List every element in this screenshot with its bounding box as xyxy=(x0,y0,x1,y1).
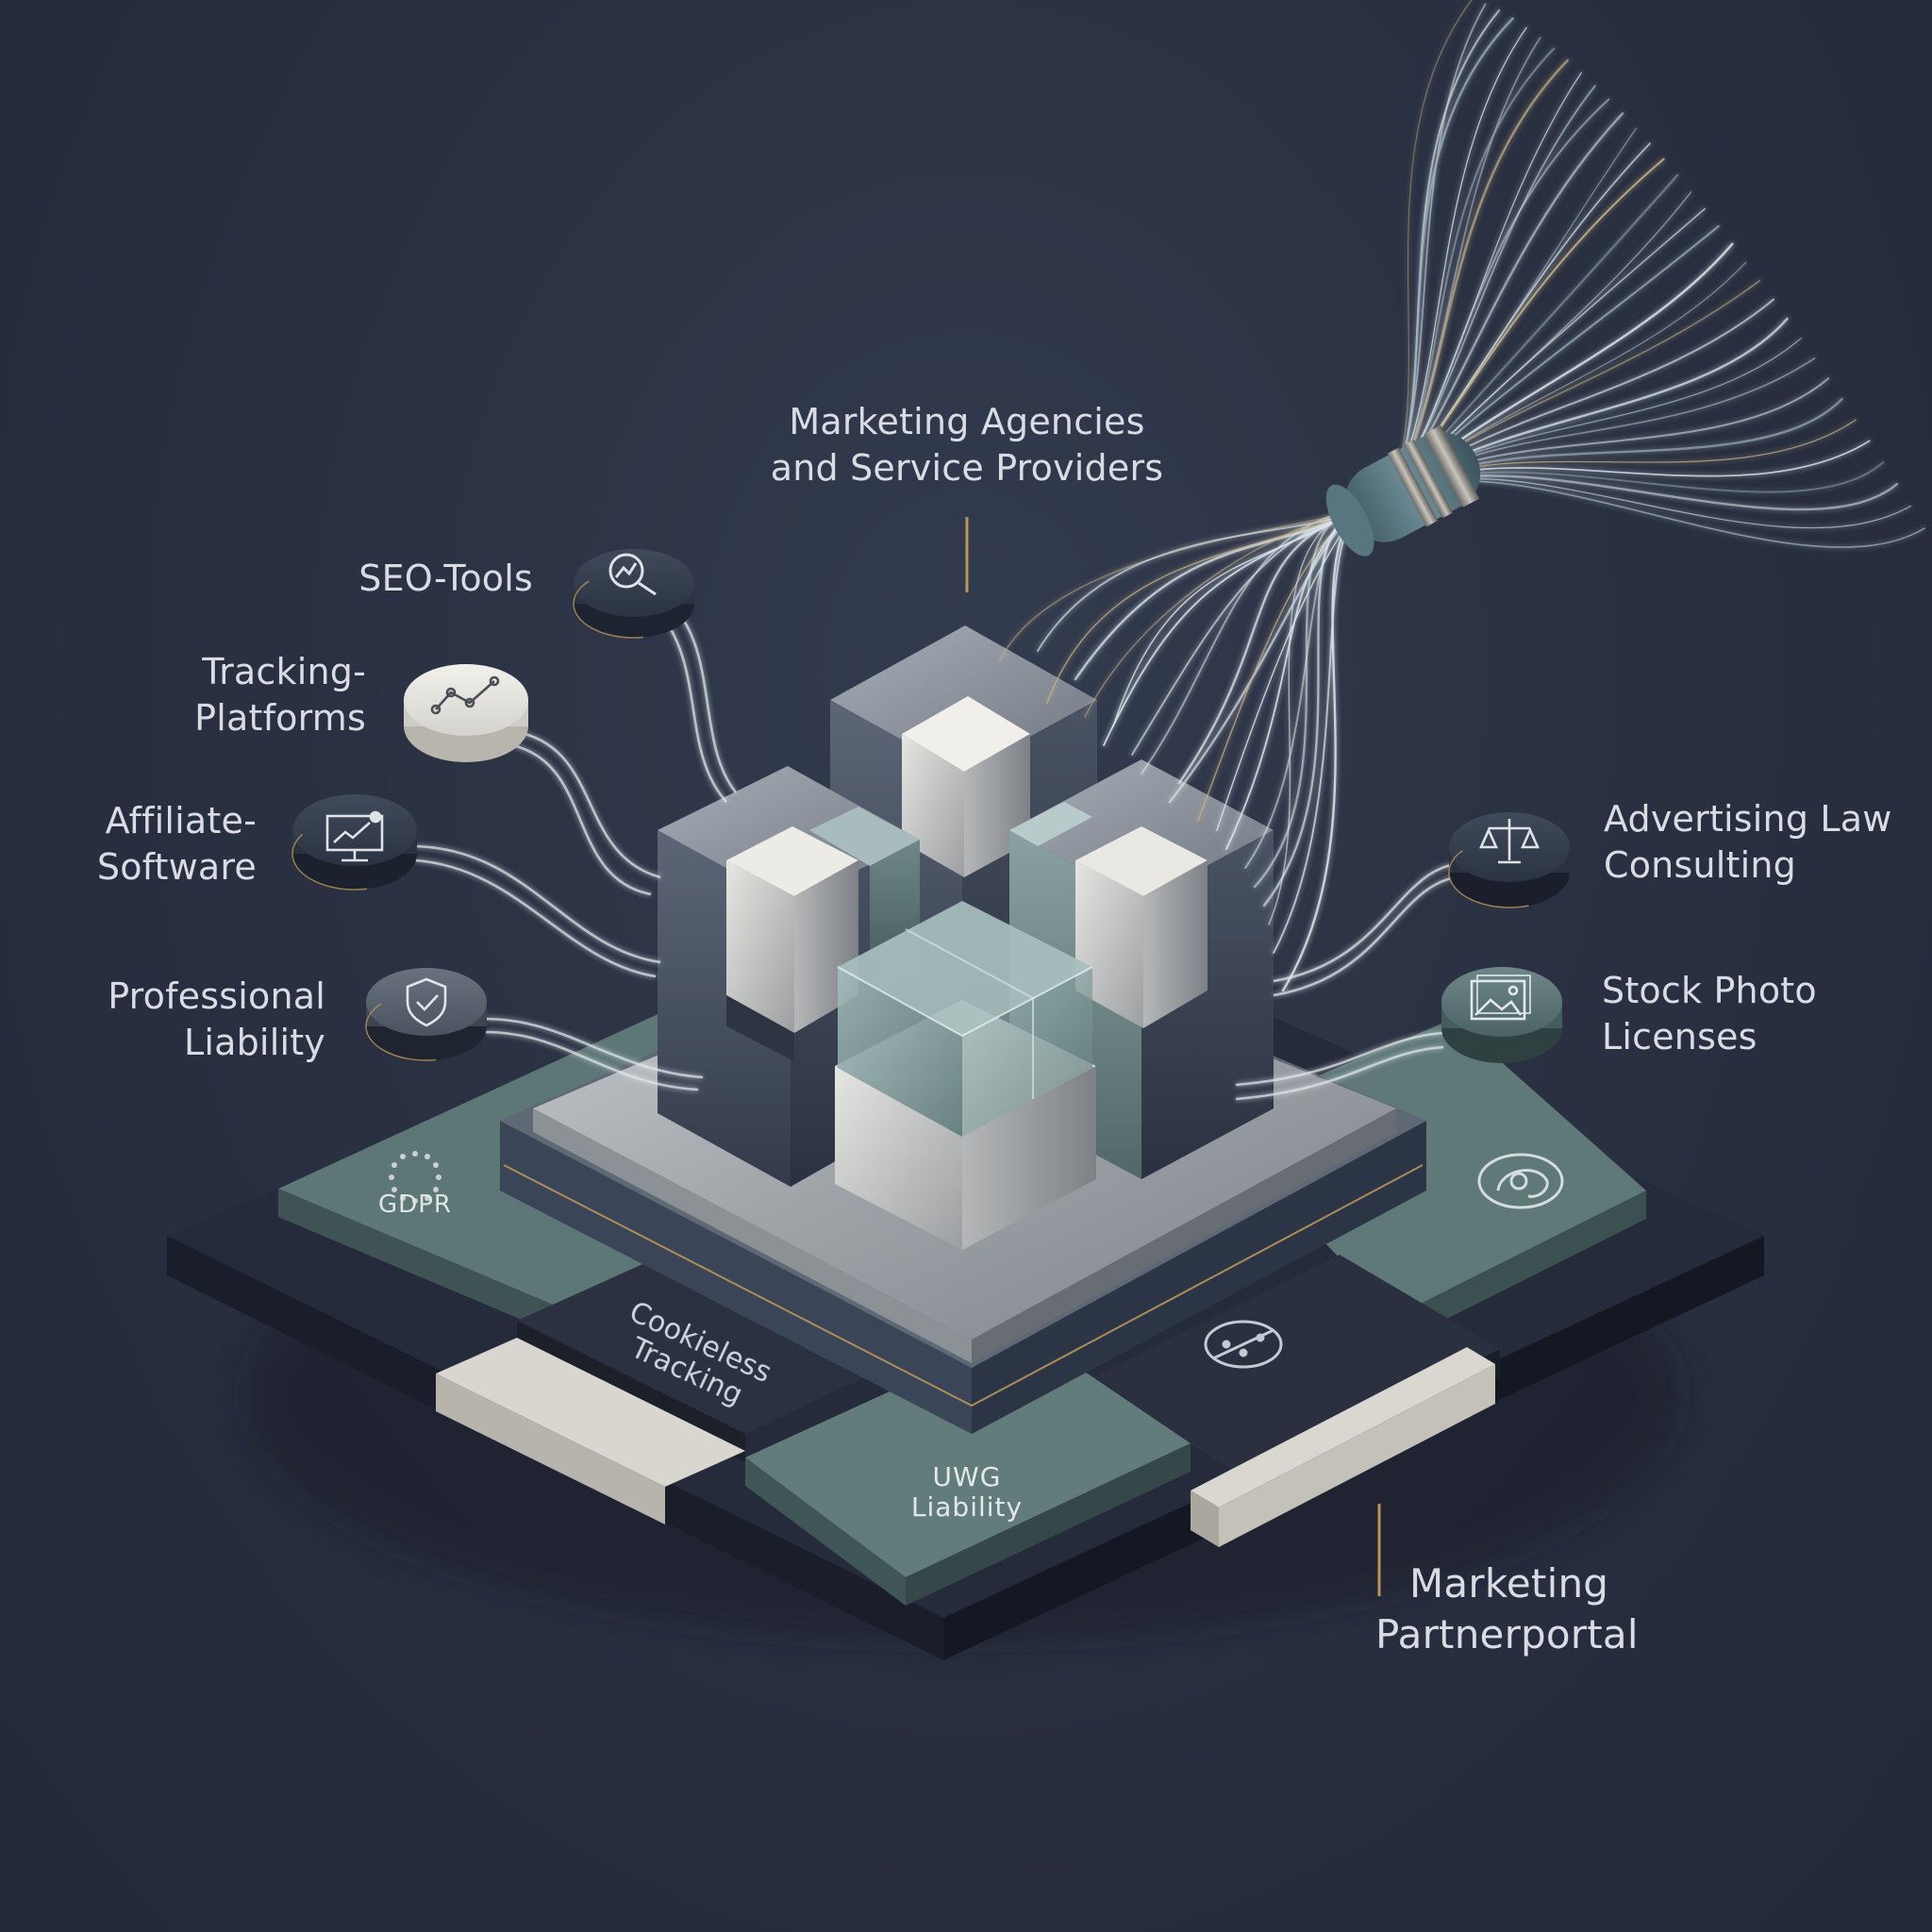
advertising-law-label-line1: Advertising Law xyxy=(1604,798,1892,840)
node-professional-liability[interactable] xyxy=(365,968,488,1061)
portal-label-line2: Partnerportal xyxy=(1375,1611,1639,1657)
fiber-strand xyxy=(1244,508,1359,869)
fiber-strand xyxy=(1386,3,1487,501)
affiliate-software-label-line1: Affiliate- xyxy=(105,800,257,841)
node-tracking-platforms[interactable] xyxy=(404,664,528,762)
portal-label-line1: Marketing xyxy=(1409,1560,1609,1607)
node-affiliate-software[interactable] xyxy=(291,794,418,891)
stock-photo-label-line2: Licenses xyxy=(1602,1016,1757,1058)
hub-title-line1: Marketing Agencies xyxy=(789,401,1145,442)
cream-tile-left xyxy=(436,1338,745,1487)
node-stock-photo[interactable] xyxy=(1441,967,1562,1063)
professional-liability-label-line1: Professional xyxy=(108,975,325,1017)
node-advertising-law[interactable] xyxy=(1448,812,1571,908)
hub-label: Marketing Agencies and Service Providers xyxy=(736,399,1198,491)
cream-tile-right xyxy=(1191,1347,1495,1507)
professional-liability-label: Professional Liability xyxy=(57,974,325,1066)
uwg-label-line1: UWG xyxy=(932,1461,1002,1492)
uwg-tile xyxy=(745,1330,1191,1577)
node-seo-tools[interactable] xyxy=(573,549,695,639)
node-connectors xyxy=(414,610,1463,1101)
uwg-label-line2: Liability xyxy=(910,1491,1024,1523)
affiliate-software-label: Affiliate- Software xyxy=(57,798,257,891)
fiber-strand xyxy=(1281,508,1360,992)
stock-photo-label-line1: Stock Photo xyxy=(1602,970,1817,1011)
uwg-tile-label: UWG Liability xyxy=(873,1462,1061,1523)
tracking-platforms-label: Tracking- Platforms xyxy=(123,649,366,741)
hub-title-line2: and Service Providers xyxy=(770,447,1164,489)
advertising-law-label-line2: Consulting xyxy=(1604,844,1796,886)
fiber-strand xyxy=(1262,508,1360,908)
fiber-strand xyxy=(1103,508,1359,746)
monitor-chart-icon xyxy=(325,810,384,862)
tracking-platforms-label-line2: Platforms xyxy=(194,697,366,739)
seo-tools-label: SEO-Tools xyxy=(283,556,533,602)
stock-photo-label: Stock Photo Licenses xyxy=(1602,968,1885,1060)
advertising-law-label: Advertising Law Consulting xyxy=(1604,796,1924,889)
affiliate-software-label-line2: Software xyxy=(96,846,257,888)
privacy-head-icon xyxy=(1477,1153,1564,1209)
scales-icon xyxy=(1478,819,1541,864)
seo-tools-label-line1: SEO-Tools xyxy=(358,558,533,599)
eu-stars-icon xyxy=(389,1151,441,1204)
fiber-strand xyxy=(1112,508,1359,727)
fiber-strand xyxy=(1037,508,1359,652)
cable-ferrule xyxy=(1325,425,1481,557)
fiber-strand xyxy=(1268,508,1359,925)
magnifier-chart-icon xyxy=(608,553,657,596)
fiber-strand xyxy=(1046,508,1359,704)
image-icon xyxy=(1470,974,1531,1021)
fiber-strand xyxy=(1131,508,1359,756)
professional-liability-label-line2: Liability xyxy=(184,1022,325,1063)
fiber-strand xyxy=(1074,508,1360,681)
gdpr-tile-label: GDPR xyxy=(378,1191,452,1219)
block-front xyxy=(835,901,1096,1250)
line-chart-icon xyxy=(430,675,500,715)
shield-check-icon xyxy=(406,977,447,1027)
network-tile xyxy=(1083,1255,1500,1476)
portal-label: Marketing Partnerportal xyxy=(1375,1558,1687,1660)
fiber-strand xyxy=(1386,0,1473,501)
tracking-platforms-label-line1: Tracking- xyxy=(202,651,366,692)
fiber-strand xyxy=(1084,508,1359,718)
network-icon xyxy=(1204,1320,1283,1369)
